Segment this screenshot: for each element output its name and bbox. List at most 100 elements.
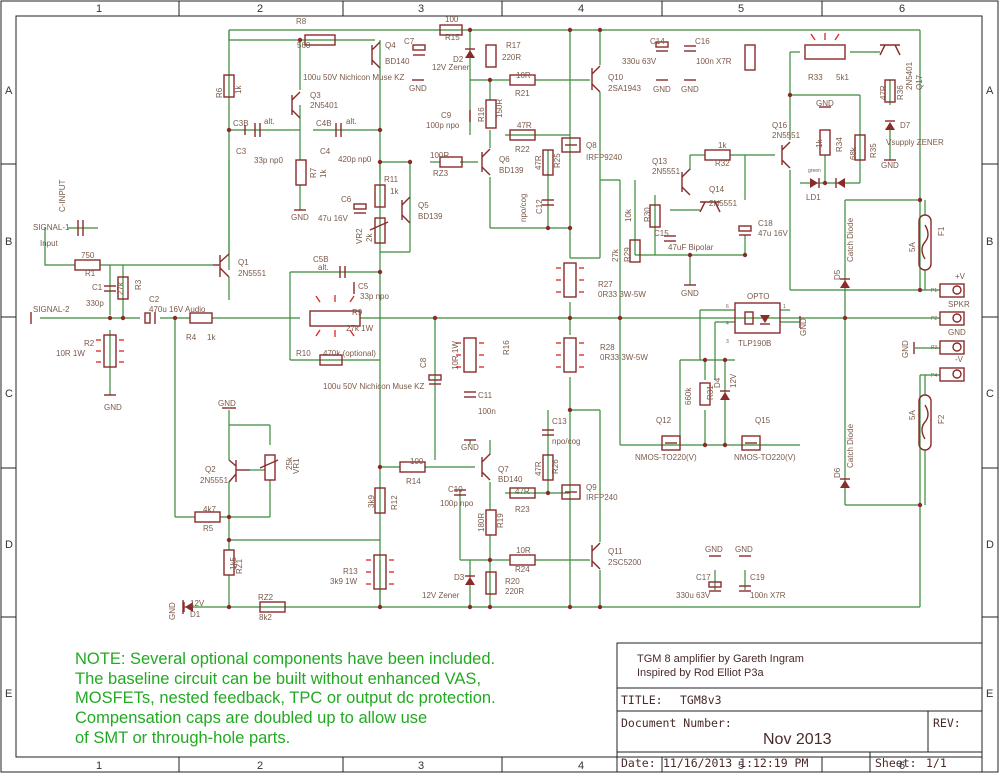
value-c1: 330p <box>86 299 104 308</box>
label-d3: D3 <box>454 573 465 582</box>
catch-d5: Catch Diode <box>846 217 855 262</box>
capacitor-c15 <box>664 235 676 242</box>
label-q10: Q10 <box>608 73 624 82</box>
value-r10: 470k (optional) <box>323 349 376 358</box>
value-f1: 5A <box>908 242 917 252</box>
label-vr2: VR2 <box>355 228 364 244</box>
value-q15: NMOS-TO220(V) <box>734 453 796 462</box>
docnum-value: Nov 2013 <box>763 731 832 748</box>
label-d4: D4 <box>713 377 722 388</box>
note-line-1: NOTE: Several optional components have b… <box>75 650 495 668</box>
label-c1: C1 <box>92 283 103 292</box>
capacitor-c16 <box>684 45 696 52</box>
label-q12: Q12 <box>656 416 672 425</box>
resistor-r15 <box>439 24 463 36</box>
label-r32: R32 <box>715 159 730 168</box>
gnd-p3: GND <box>901 340 910 358</box>
transistor-q3 <box>291 91 301 119</box>
label-c8: C8 <box>419 357 428 368</box>
label-q11: Q11 <box>608 547 623 556</box>
zener-d2 <box>465 48 475 58</box>
power-resistor-r33 <box>804 33 846 60</box>
resistor-r1 <box>74 259 101 271</box>
label-c15: C15 <box>654 229 669 238</box>
value-r11: 1k <box>390 187 399 196</box>
label-c11: C11 <box>478 391 493 400</box>
label-r17: R17 <box>506 41 521 50</box>
grid-row-d-right: D <box>986 539 994 551</box>
value-r24-bottom: 10R <box>516 546 531 555</box>
value-q9: IRFP240 <box>586 493 618 502</box>
label-r8: R8 <box>296 17 307 26</box>
grid-col-3-bottom: 3 <box>418 760 424 772</box>
value-r4: 1k <box>207 333 216 342</box>
transistor-q10 <box>591 65 601 93</box>
transistor-q17 <box>879 44 901 56</box>
capacitor-c17 <box>708 581 722 592</box>
value-r16: 150R <box>495 99 504 118</box>
label-p4: P4 <box>931 373 937 379</box>
grid-row-b: B <box>5 236 12 248</box>
capacitor-c19 <box>739 585 751 592</box>
alt-c5b: alt. <box>318 263 329 272</box>
value-c9: 100p npo <box>426 121 460 130</box>
zener-d1 <box>183 602 193 612</box>
gnd-c7: GND <box>409 84 427 93</box>
led-color-green: green <box>808 168 821 174</box>
capacitor-c12 <box>542 199 554 206</box>
transistor-q2 <box>228 459 250 483</box>
label-q3: Q3 <box>310 91 321 100</box>
opto-pin-1: 1 <box>783 304 786 310</box>
resistor-r29 <box>629 239 641 263</box>
label-d1: D1 <box>190 610 201 619</box>
label-rz3: RZ3 <box>433 169 449 178</box>
value-c8: 100u 50V Nichicon Muse KZ <box>323 382 425 391</box>
gnd-q16: GND <box>816 99 834 108</box>
resistor-r7 <box>295 159 307 186</box>
value-rz2: 8k2 <box>259 613 272 622</box>
resistor-r22 <box>509 129 536 141</box>
fuse-f1 <box>918 214 932 271</box>
value-r34: 1k <box>815 139 824 148</box>
gnd-c17: GND <box>705 545 723 554</box>
value-r6: 1k <box>234 85 243 94</box>
label-r36: R36 <box>896 85 905 100</box>
value-c11: 100n <box>478 407 496 416</box>
value-f2: 5A <box>908 410 917 420</box>
value-r30: 10k <box>624 208 633 222</box>
label-q9: Q9 <box>586 483 597 492</box>
label-r35: R35 <box>869 143 878 158</box>
label-spkr: SPKR <box>948 300 970 309</box>
note-line-2: The baseline circuit can be built withou… <box>75 670 481 688</box>
power-resistor-r16-lower <box>456 337 484 373</box>
value-q12: NMOS-TO220(V) <box>635 453 697 462</box>
label-r23: R23 <box>515 505 530 514</box>
resistor-rz3 <box>439 156 463 168</box>
label-c7: C7 <box>404 37 415 46</box>
pot-vr1 <box>259 454 279 481</box>
zener-d7 <box>885 120 895 130</box>
value-c17: 330u 63V <box>676 591 711 600</box>
value-r7: 1k <box>319 169 328 178</box>
value-r14: 100 <box>410 457 424 466</box>
grid-row-c: C <box>5 388 13 400</box>
pot-vr2 <box>369 217 389 244</box>
label-q8: Q8 <box>586 141 597 150</box>
value-r36: 47R <box>879 85 888 100</box>
transistor-q5 <box>401 196 411 224</box>
gnd-c16: GND <box>681 85 699 94</box>
resistor-r6 <box>223 74 235 98</box>
label-c17: C17 <box>696 573 711 582</box>
grid-col-6: 6 <box>899 3 905 15</box>
label-r20: R20 <box>505 577 520 586</box>
label-r3: R3 <box>134 279 143 290</box>
value-c6: 47u 16V <box>318 214 348 223</box>
grid-col-4-bottom: 4 <box>578 760 584 772</box>
mosfet-q15 <box>741 435 761 451</box>
label-c14: C14 <box>650 37 665 46</box>
grid-col-1: 1 <box>96 3 102 15</box>
label-r19: R19 <box>496 513 505 528</box>
transistor-q4 <box>371 41 381 69</box>
label-r16-lower: R16 <box>502 340 511 355</box>
